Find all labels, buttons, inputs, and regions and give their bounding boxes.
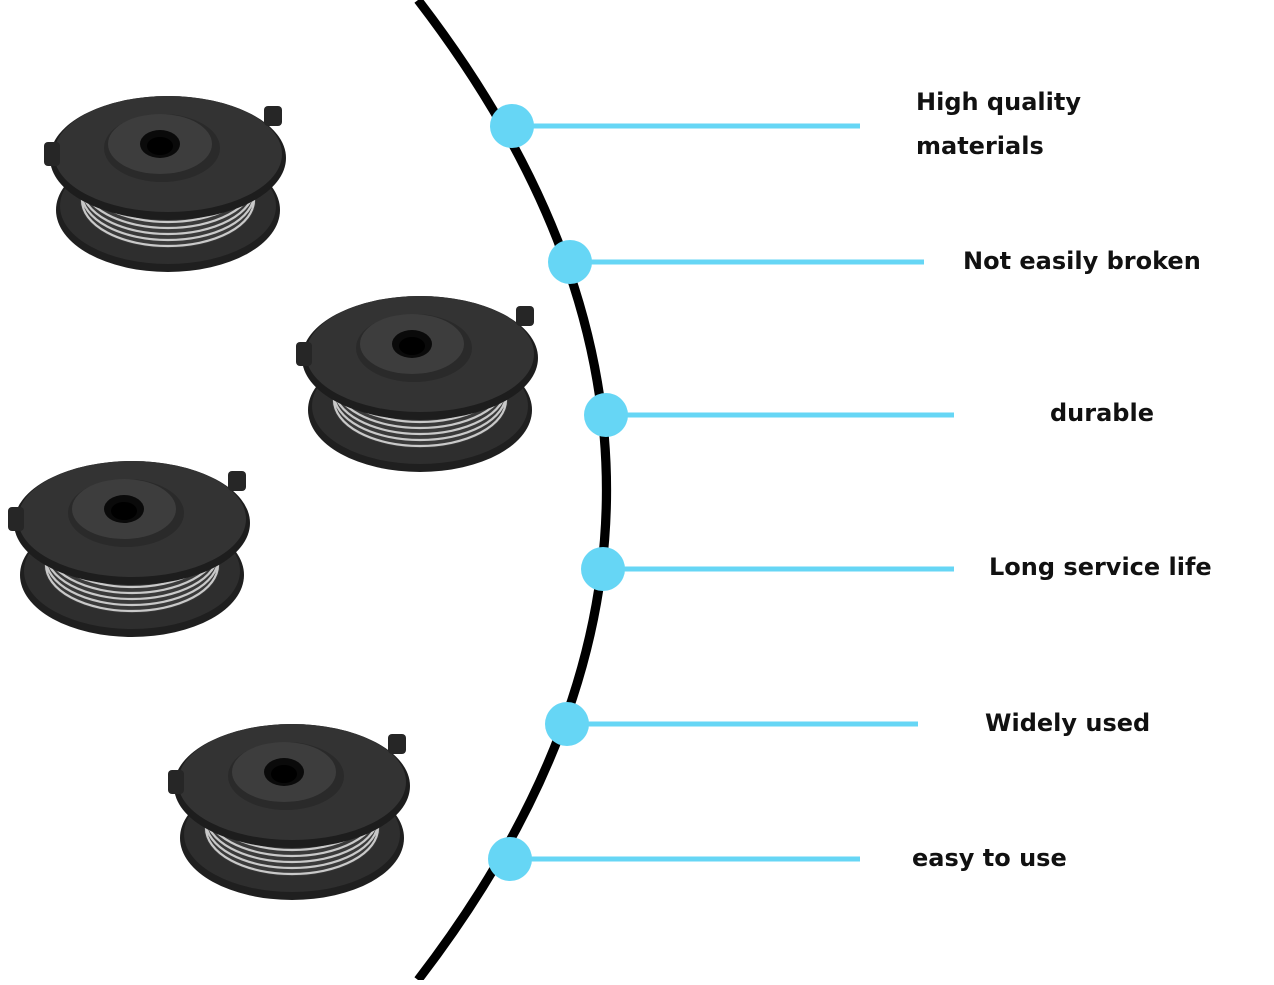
trimmer-spool-icon [166,722,412,902]
trimmer-spool-icon [42,94,288,274]
trimmer-spool-icon [6,459,252,639]
feature-bullet-dot [581,547,625,591]
feature-label-durable: durable [1050,399,1154,427]
feature-label-service-life: Long service life [989,553,1212,581]
feature-bullet-dot [584,393,628,437]
feature-bullet-dot [488,837,532,881]
feature-bullet-dot [548,240,592,284]
feature-bullet-dot [490,104,534,148]
feature-label-quality: High quality materials [916,88,1081,160]
feature-bullet-dot [545,702,589,746]
feature-label-widely-used: Widely used [985,709,1151,737]
feature-label-unbreakable: Not easily broken [963,247,1201,275]
feature-label-easy-to-use: easy to use [912,844,1067,872]
trimmer-spool-icon [294,294,540,474]
